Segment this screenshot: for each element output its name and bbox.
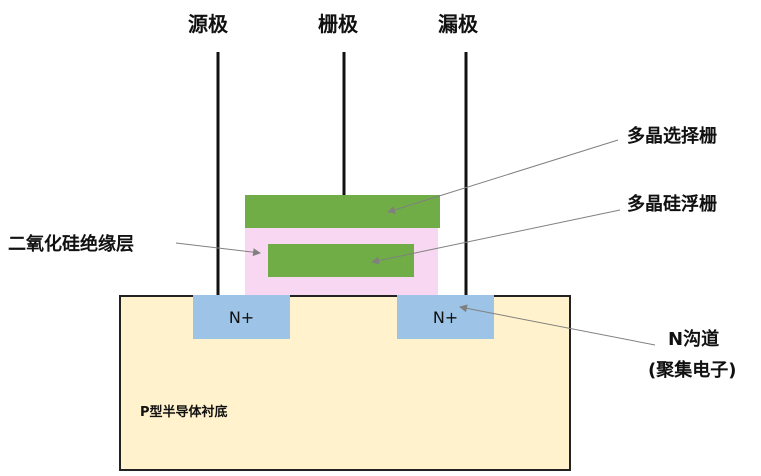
n-channel-sublabel: (聚集电子) <box>648 360 737 381</box>
floating-gate-label: 多晶硅浮栅 <box>627 194 717 215</box>
drain-terminal-label: 漏极 <box>438 12 478 36</box>
n-plus-label-drain: N+ <box>432 307 459 327</box>
n-plus-region-drain: N+ <box>397 295 494 339</box>
select-gate-leader <box>387 139 619 214</box>
n-plus-label-source: N+ <box>228 307 255 327</box>
gate-terminal-label: 栅极 <box>318 12 358 36</box>
n-plus-region-source: N+ <box>193 295 290 339</box>
n-channel-label: N沟道 <box>668 329 720 350</box>
substrate-label: P型半导体衬底 <box>140 405 228 420</box>
poly-floating-gate <box>268 244 414 277</box>
select-gate-label: 多晶选择栅 <box>627 126 717 147</box>
floating-gate-leader <box>371 209 621 265</box>
source-terminal-label: 源极 <box>188 12 228 36</box>
oxide-leader <box>175 242 261 257</box>
channel-leader <box>459 304 656 346</box>
oxide-label: 二氧化硅绝缘层 <box>8 234 134 255</box>
poly-select-gate <box>245 195 440 228</box>
